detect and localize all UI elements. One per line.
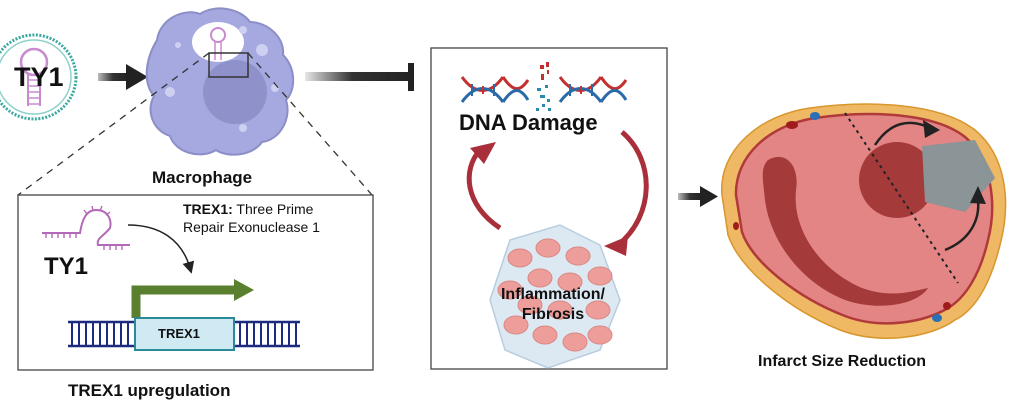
trex1-definition: TREX1: Three Prime Repair Exonuclease 1 xyxy=(183,200,320,236)
zoom-line-right xyxy=(247,52,373,196)
ty1-vesicle-label: TY1 xyxy=(14,62,64,92)
trex1-gene-label: TREX1 xyxy=(158,326,200,341)
trex1-definition-line1: Three Prime xyxy=(232,201,314,217)
fibrosis-cell xyxy=(507,248,533,268)
fibrosis-cell xyxy=(587,266,613,286)
fibrosis-cell xyxy=(517,295,543,315)
fibrosis-label: Fibrosis xyxy=(521,306,585,323)
fibrosis-cell xyxy=(532,325,558,345)
inhibition-arrow-icon xyxy=(305,63,414,91)
infarct-size-reduction-label: Infarct Size Reduction xyxy=(758,353,927,370)
inset-caption: TREX1 upregulation xyxy=(68,381,231,400)
uptake-arrow-icon xyxy=(98,64,148,90)
fibrosis-cell xyxy=(497,280,523,300)
fibrosis-cell xyxy=(585,300,611,320)
trex1-definition-line2: Repair Exonuclease 1 xyxy=(183,219,320,235)
fibrosis-cell xyxy=(535,238,561,258)
trex1-definition-term: TREX1: xyxy=(183,201,233,217)
fibrosis-cell xyxy=(565,246,591,266)
promoter-arrow-icon xyxy=(131,279,254,318)
macrophage-icon xyxy=(145,7,295,156)
induction-arrow-icon xyxy=(127,224,195,274)
trex1-gene-box xyxy=(134,317,235,351)
cycle-arrows-icon xyxy=(466,130,649,256)
fibrosis-cell xyxy=(587,325,613,345)
fibrosis-cell xyxy=(562,332,588,352)
fibrosis-cell xyxy=(503,315,529,335)
fibrosis-cell xyxy=(547,300,573,320)
fibrosis-cell xyxy=(527,268,553,288)
inflammation-label: Inflammation/ xyxy=(500,286,605,303)
fibrosis-tissue-icon xyxy=(489,224,621,369)
fibrosis-cell xyxy=(557,272,583,292)
dna-damage-label: DNA Damage xyxy=(459,110,598,135)
dna-damage-icon xyxy=(460,62,628,111)
inset-ty1-label: TY1 xyxy=(44,253,89,280)
ty1-rna-icon xyxy=(42,205,130,250)
inflammation-fibrosis-label: Inflammation/ Fibrosis xyxy=(488,285,618,325)
macrophage-label: Macrophage xyxy=(152,168,253,187)
zoom-line-left xyxy=(17,52,210,196)
outcome-arrow-icon xyxy=(678,186,718,207)
ty1-vesicle-icon xyxy=(0,33,78,121)
heart-cross-section-icon xyxy=(721,103,1007,339)
